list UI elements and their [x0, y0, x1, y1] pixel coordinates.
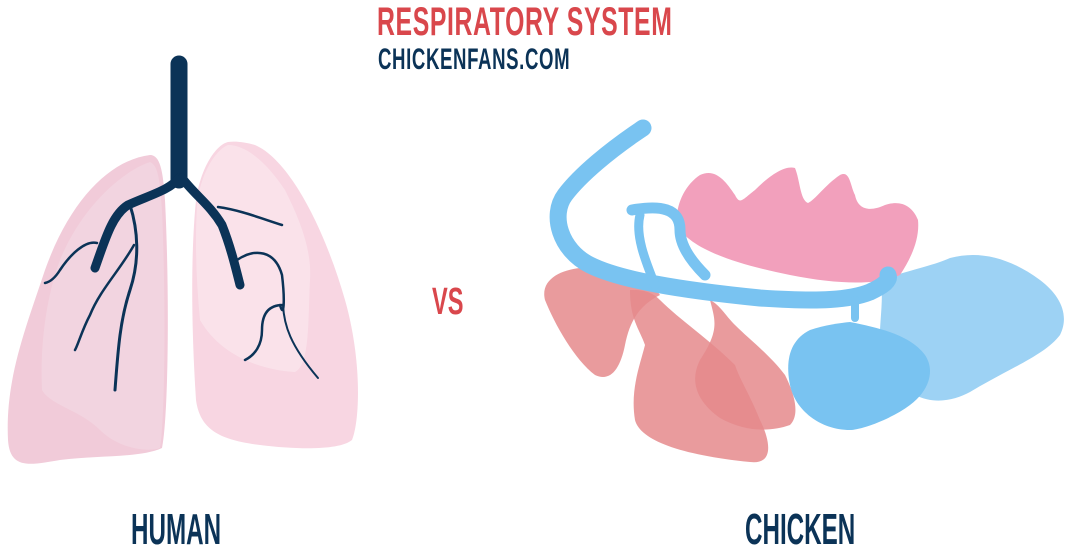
page-title: RESPIRATORY SYSTEM: [377, 0, 673, 44]
chicken-respiratory-illustration: [544, 119, 1064, 463]
human-lungs-illustration: [7, 55, 358, 464]
human-right-lung-highlight: [196, 145, 311, 372]
bronchial-tree: [43, 55, 319, 392]
chicken-label: CHICKEN: [745, 505, 856, 554]
human-label: HUMAN: [131, 505, 222, 554]
vs-label: VS: [432, 281, 464, 323]
chicken-lung: [676, 167, 919, 283]
thoracic-air-sac-2: [695, 300, 796, 430]
site-name: CHICKENFANS.COM: [378, 43, 571, 76]
clavicular-air-sac: [788, 322, 930, 430]
air-sac-network: [549, 119, 897, 322]
human-left-lung-highlight: [41, 162, 165, 450]
